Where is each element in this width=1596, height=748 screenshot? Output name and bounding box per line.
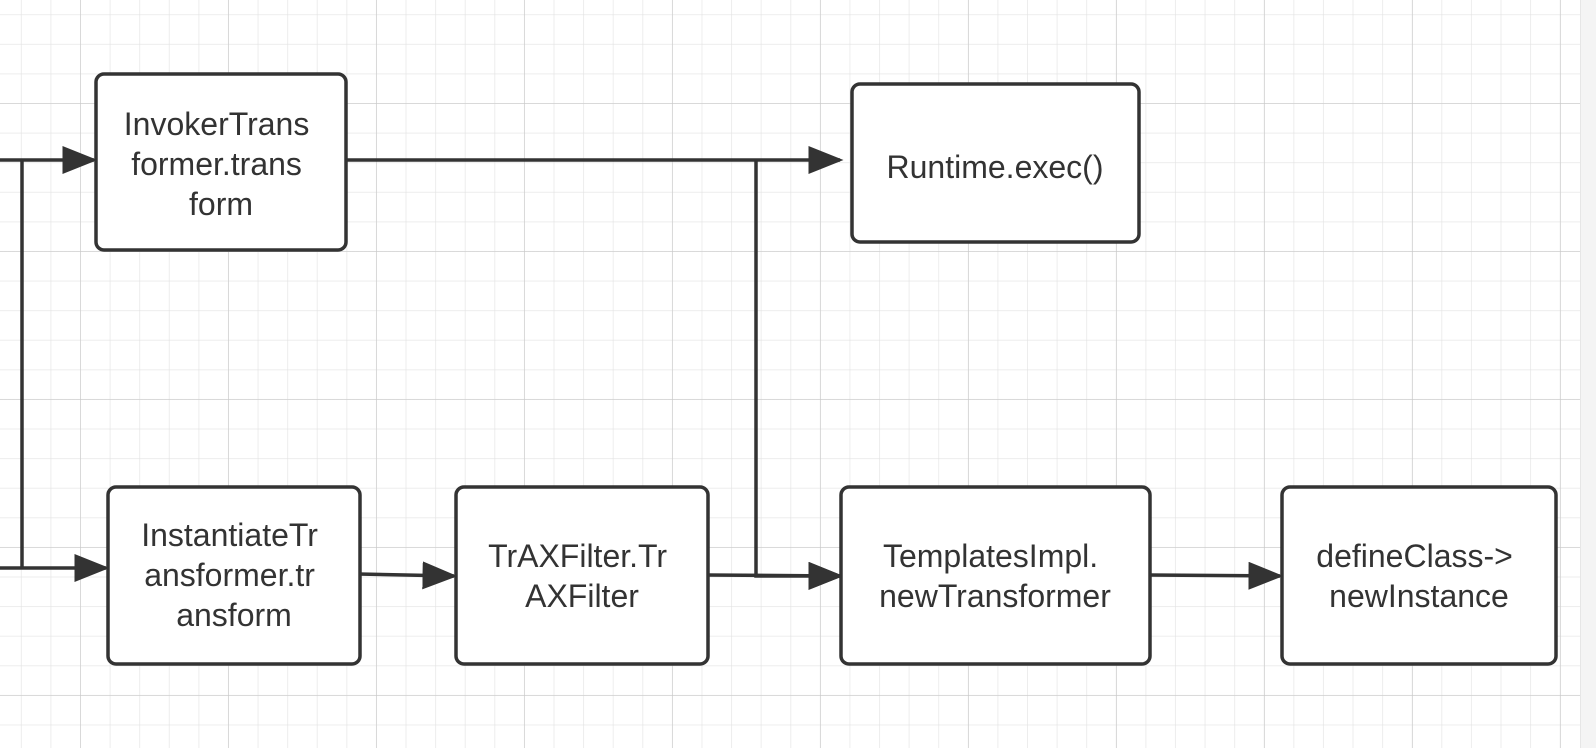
node-label-line: TrAXFilter.Tr xyxy=(488,538,667,574)
node-label-line: form xyxy=(189,186,253,222)
node-label: TemplatesImpl. newTransformer xyxy=(879,538,1111,614)
node-invoker-transformer[interactable]: InvokerTrans former.trans form xyxy=(94,72,348,252)
edges xyxy=(0,146,1284,590)
node-label-line: defineClass-> xyxy=(1316,538,1513,574)
node-templatesimpl[interactable]: TemplatesImpl. newTransformer xyxy=(839,485,1152,666)
node-label-line: ansform xyxy=(176,597,292,633)
node-label: InstantiateTr ansformer.tr ansform xyxy=(141,517,327,633)
node-instantiate-transformer[interactable]: InstantiateTr ansformer.tr ansform xyxy=(106,485,362,666)
node-label-line: InstantiateTr xyxy=(141,517,318,553)
node-label-line: TemplatesImpl. xyxy=(883,538,1098,574)
node-label-line: InvokerTrans xyxy=(124,106,310,142)
node-defineclass[interactable]: defineClass-> newInstance xyxy=(1280,485,1558,666)
edge-templates-to-define xyxy=(1147,561,1284,590)
node-label-line: AXFilter xyxy=(525,578,639,614)
node-label: InvokerTrans former.trans form xyxy=(124,106,318,222)
edge-instantiate-to-trax xyxy=(357,561,458,590)
node-label-line: ansformer.tr xyxy=(144,557,315,593)
node-label-line: former.trans xyxy=(131,146,302,182)
node-label: TrAXFilter.Tr AXFilter xyxy=(488,538,676,614)
edge-trax-to-templates xyxy=(705,561,844,590)
canvas-edge-scrollbar[interactable] xyxy=(1580,0,1596,748)
node-label: Runtime.exec() xyxy=(887,149,1104,185)
node-label-line: newTransformer xyxy=(879,578,1111,614)
edge-invoker-to-templates xyxy=(754,160,844,590)
node-traxfilter[interactable]: TrAXFilter.Tr AXFilter xyxy=(454,485,710,666)
node-label: defineClass-> newInstance xyxy=(1316,538,1521,614)
node-label-line: newInstance xyxy=(1329,578,1509,614)
node-label-line: Runtime.exec() xyxy=(887,149,1104,185)
node-runtime-exec[interactable]: Runtime.exec() xyxy=(850,82,1141,244)
